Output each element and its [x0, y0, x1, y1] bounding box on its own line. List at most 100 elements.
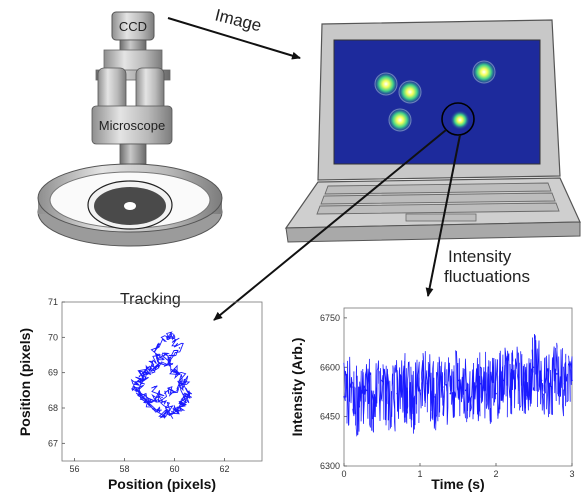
tracking-point: [156, 364, 158, 367]
tracking-point: [163, 340, 166, 342]
tracking-point: [163, 354, 166, 356]
tracking-x-tick-label: 56: [69, 464, 79, 474]
tracking-plot-frame: [61, 301, 263, 462]
spot: [373, 71, 399, 97]
intensity-arrow: [425, 134, 461, 297]
tracking-point: [178, 347, 181, 349]
tracking-point: [161, 400, 163, 402]
intensity-point: [480, 382, 482, 385]
intensity-point: [343, 396, 345, 398]
tracking-point: [171, 333, 173, 335]
intensity-x-tick-label: 3: [569, 469, 574, 479]
ccd-label: CCD: [119, 19, 147, 34]
tracking-point: [168, 364, 171, 367]
intensity-point: [510, 386, 512, 388]
tracking-point: [148, 400, 151, 402]
tracking-ticks: 56 58 60 62 67 68 69 70 71: [48, 297, 230, 474]
intensity-point: [404, 386, 406, 388]
intensity-label-line1: Intensity: [448, 247, 512, 266]
intensity-point: [388, 402, 391, 405]
tracking-title: Tracking: [120, 291, 181, 308]
spot: [387, 107, 413, 133]
intensity-point: [495, 392, 497, 395]
tracking-point: [148, 368, 151, 370]
intensity-points: [343, 366, 573, 408]
eyepiece-right: [135, 67, 165, 113]
intensity-x-tick-label: 1: [417, 469, 422, 479]
tracking-chart: 56 58 60 62 67 68 69 70 71 Position (pixels) Pos…: [17, 297, 263, 492]
intensity-x-tick-label: 0: [341, 469, 346, 479]
intensity-point: [525, 382, 528, 385]
touchpad: [405, 213, 477, 222]
intensity-point: [350, 386, 353, 388]
intensity-point: [563, 382, 566, 385]
intensity-point: [434, 396, 437, 398]
tracking-y-tick-label: 67: [48, 438, 58, 448]
tracking-point: [188, 393, 191, 395]
tracking-ylabel: Position (pixels): [17, 328, 33, 436]
tracking-point: [183, 378, 186, 381]
image-arrow: [167, 17, 301, 60]
tracking-point: [176, 371, 178, 374]
tracking-x-tick-label: 62: [219, 464, 229, 474]
intensity-y-tick-label: 6300: [320, 461, 340, 471]
selection-circle: [441, 102, 475, 136]
intensity-point: [419, 389, 421, 392]
tracking-point: [156, 357, 158, 360]
intensity-ylabel: Intensity (Arb.): [289, 338, 305, 437]
tracking-y-tick-label: 69: [48, 368, 58, 378]
intensity-point: [518, 376, 520, 378]
intensity-point: [464, 389, 467, 392]
intensity-xlabel: Time (s): [431, 476, 484, 492]
tracking-point: [171, 389, 173, 392]
intensity-point: [396, 392, 399, 395]
tracking-x-tick-label: 58: [119, 464, 129, 474]
tracking-y-tick-label: 71: [48, 297, 58, 307]
tracking-y-tick-label: 68: [48, 403, 58, 413]
microscope-illustration: CCD Microscope: [37, 11, 223, 247]
intensity-point: [381, 379, 383, 382]
tracking-point: [171, 410, 173, 413]
tracking-point: [138, 393, 141, 395]
tracking-arrow: [213, 129, 447, 321]
spot: [471, 59, 497, 85]
intensity-chart: 0 1 2 3 6300 6450 6600 6750 Time (s) Intensity …: [289, 307, 575, 492]
objective: [119, 143, 147, 165]
tracking-point: [178, 407, 181, 409]
tracking-y-tick-label: 70: [48, 332, 58, 342]
tracking-point: [148, 403, 151, 406]
intensity-point: [487, 386, 490, 388]
microscope-label: Microscope: [99, 118, 165, 133]
laptop-screen: [333, 39, 541, 165]
tracking-trace: [130, 331, 193, 419]
tracking-point: [133, 386, 136, 388]
intensity-label-line2: fluctuations: [444, 267, 530, 286]
spot: [450, 110, 470, 130]
tracking-point: [141, 382, 143, 385]
intensity-point: [571, 379, 573, 382]
intensity-point: [548, 386, 550, 388]
intensity-ticks: 0 1 2 3 6300 6450 6600 6750: [320, 313, 575, 479]
intensity-point: [449, 392, 452, 395]
tracking-xlabel: Position (pixels): [108, 476, 216, 492]
spot: [397, 79, 423, 105]
intensity-point: [556, 373, 558, 375]
intensity-y-tick-label: 6750: [320, 313, 340, 323]
tracking-point: [158, 410, 161, 413]
intensity-x-tick-label: 2: [493, 469, 498, 479]
tracking-x-tick-label: 60: [169, 464, 179, 474]
tracking-point: [138, 375, 141, 378]
keyboard: [316, 182, 560, 215]
intensity-point: [540, 379, 543, 382]
intensity-y-tick-label: 6600: [320, 362, 340, 372]
image-label: Image: [213, 5, 263, 35]
intensity-point: [426, 382, 429, 385]
tracking-point: [168, 414, 171, 416]
intensity-y-tick-label: 6450: [320, 412, 340, 422]
tracking-point: [181, 403, 183, 406]
tracking-points: [133, 333, 191, 416]
intensity-trace: [343, 333, 573, 437]
tracking-point: [186, 396, 188, 399]
tracking-point: [153, 350, 156, 353]
intensity-point: [457, 379, 459, 382]
